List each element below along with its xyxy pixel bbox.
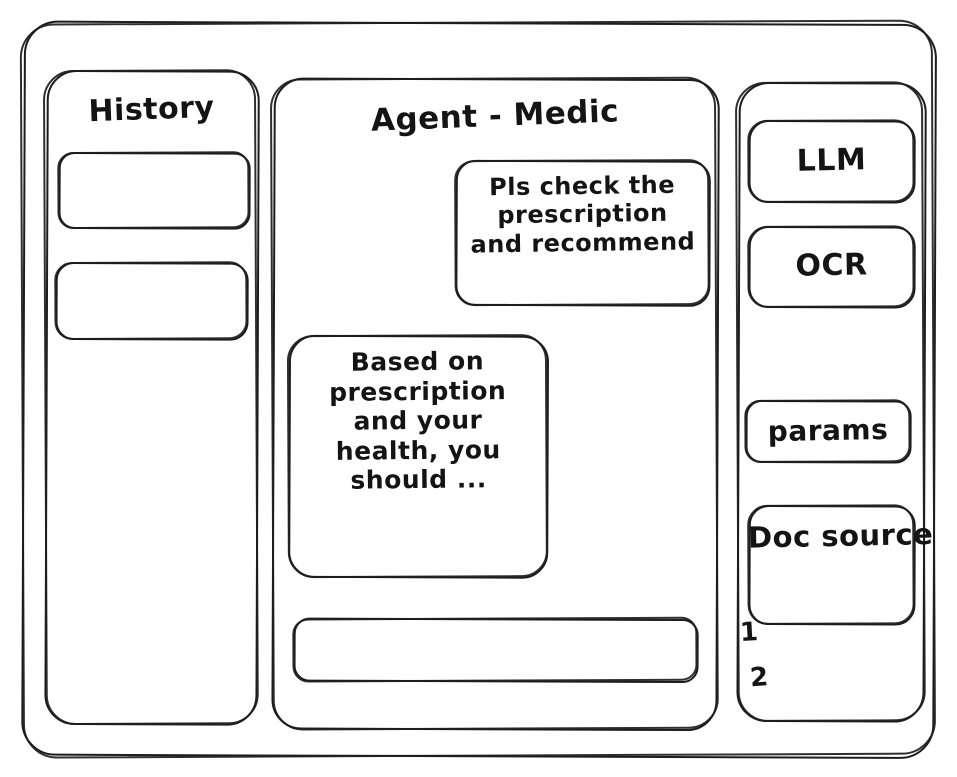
ocr-button-label: OCR	[795, 247, 868, 284]
history-list-item-2[interactable]	[55, 262, 248, 340]
doc-source-item-1[interactable]: 1	[739, 617, 760, 649]
history-panel-title: History	[87, 89, 216, 130]
llm-button-label: LLM	[796, 142, 867, 179]
user-message-text: Pls check the prescription and recommend	[470, 170, 696, 259]
agent-message-text: Based on prescription and your health, y…	[328, 346, 507, 495]
history-list-item-1[interactable]	[58, 152, 250, 229]
message-input[interactable]	[293, 618, 698, 682]
doc-source-button-label: Doc source	[747, 517, 934, 555]
doc-source-item-2[interactable]: 2	[748, 662, 770, 694]
params-button-label: params	[767, 412, 889, 449]
